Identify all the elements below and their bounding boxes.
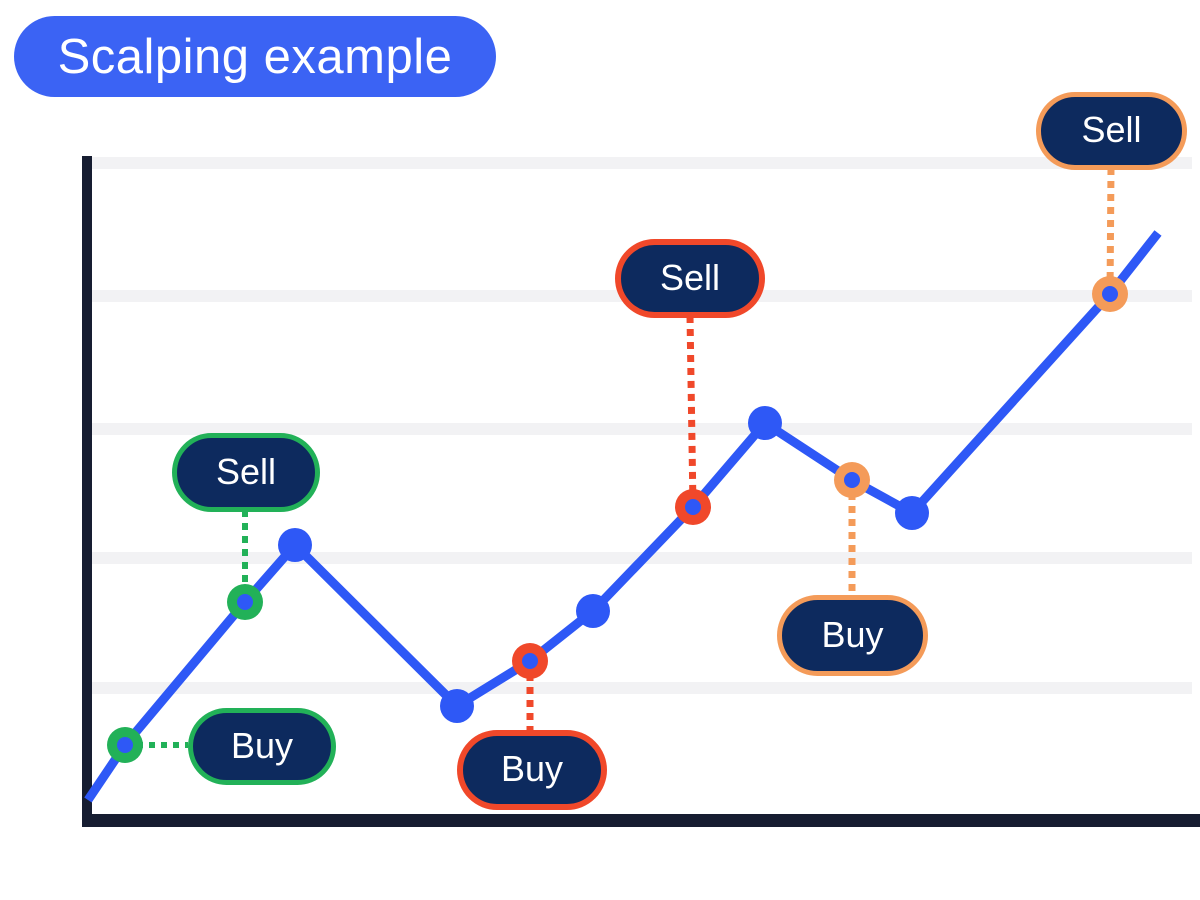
trade-pill-buy: Buy bbox=[457, 730, 607, 810]
trade-pill-buy: Buy bbox=[777, 595, 928, 676]
trade-pill-label: Sell bbox=[1081, 109, 1142, 150]
trade-pill-label: Sell bbox=[215, 450, 277, 492]
page-title: Scalping example bbox=[57, 29, 453, 84]
trade-marker-center bbox=[237, 594, 253, 610]
trade-pill-sell: Sell bbox=[172, 433, 320, 512]
trade-pill-sell: Sell bbox=[1036, 92, 1187, 170]
trade-marker-center bbox=[685, 499, 701, 515]
trade-pill-sell: Sell bbox=[615, 239, 765, 318]
trade-connector-dotted-line bbox=[686, 315, 697, 508]
trade-marker-center bbox=[844, 472, 860, 488]
price-vertex-dot bbox=[278, 528, 312, 562]
trade-pill-label: Buy bbox=[500, 748, 564, 789]
trade-marker-center bbox=[522, 653, 538, 669]
price-vertex-dot bbox=[440, 689, 474, 723]
trade-pill-label: Buy bbox=[230, 724, 294, 766]
trade-connector-dotted-line bbox=[1106, 167, 1115, 295]
title-badge: Scalping example bbox=[14, 16, 496, 97]
trade-pill-label: Sell bbox=[659, 256, 721, 298]
trade-marker-center bbox=[1102, 286, 1118, 302]
y-axis bbox=[82, 156, 92, 827]
price-vertex-dot bbox=[576, 594, 610, 628]
trade-marker-center bbox=[117, 737, 133, 753]
trade-pill-buy: Buy bbox=[188, 708, 336, 785]
x-axis bbox=[82, 814, 1200, 827]
trade-pill-label: Buy bbox=[821, 613, 884, 655]
price-vertex-dot bbox=[895, 496, 929, 530]
price-vertex-dot bbox=[748, 406, 782, 440]
